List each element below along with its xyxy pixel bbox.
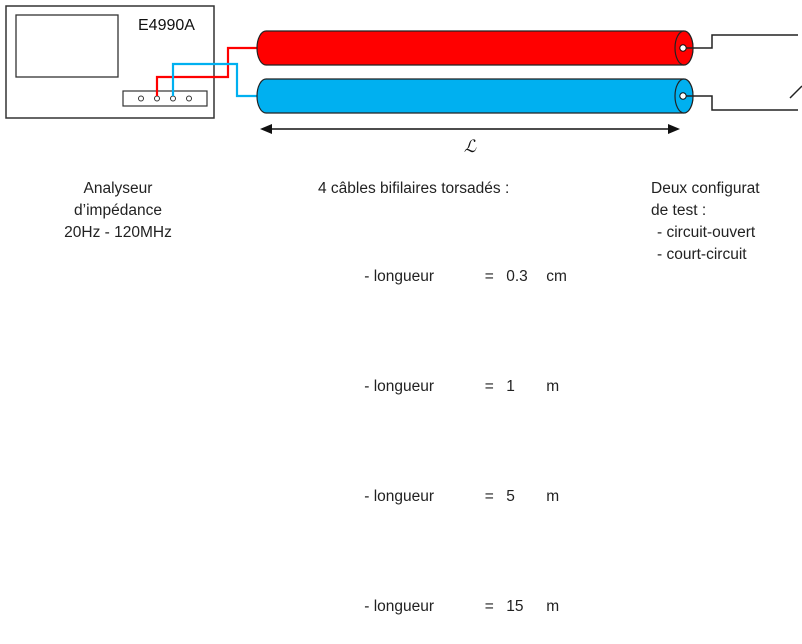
- cable-spec-row: - longueur = 15 m: [347, 574, 567, 640]
- port-3: [170, 95, 176, 102]
- port-2: [154, 95, 160, 102]
- spec-label: - longueur: [364, 488, 435, 505]
- spec-equals: =: [484, 488, 494, 505]
- test-config-block: Deux configurat de test : - circuit-ouve…: [651, 178, 802, 266]
- length-symbol: ℒ: [464, 137, 477, 157]
- analyzer-desc-line-2: d’impédance: [74, 202, 162, 219]
- cables-heading: 4 câbles bifilaires torsadés :: [318, 180, 510, 197]
- termination-lower-wire: [686, 95, 798, 111]
- spec-value: 5: [506, 488, 515, 505]
- arrow-left-icon: [260, 124, 272, 134]
- blue-cable: [256, 78, 694, 114]
- spec-unit: cm: [546, 268, 567, 285]
- spec-label: - longueur: [364, 598, 435, 615]
- spec-unit: m: [546, 598, 560, 615]
- blue-lead-wire: [171, 62, 262, 98]
- test-heading-line-1: Deux configurat: [651, 180, 760, 197]
- analyzer-model-label: E4990A: [138, 17, 195, 34]
- setup-diagram: E4990A ℒ: [5, 5, 802, 157]
- spec-unit: m: [546, 378, 560, 395]
- spec-value: 15: [506, 598, 524, 615]
- port-1: [138, 95, 144, 102]
- termination-switch: [789, 85, 802, 99]
- arrow-right-icon: [668, 124, 680, 134]
- spec-unit: m: [546, 488, 560, 505]
- spec-value: 0.3: [506, 268, 528, 285]
- test-heading-line-2: de test :: [651, 202, 707, 219]
- analyzer-description: Analyseur d’impédance 20Hz - 120MHz: [52, 178, 184, 244]
- spec-equals: =: [484, 268, 494, 285]
- spec-equals: =: [484, 598, 494, 615]
- red-cable: [256, 30, 694, 66]
- test-item-open-circuit: - circuit-ouvert: [657, 224, 756, 241]
- spec-equals: =: [484, 378, 494, 395]
- cable-spec-row: - longueur = 5 m: [347, 464, 567, 530]
- test-item-short-circuit: - court-circuit: [657, 246, 747, 263]
- cable-spec-list: - longueur = 0.3 cm - longueur = 1 m - longueu…: [347, 200, 567, 644]
- analyzer-port-panel: [122, 90, 208, 107]
- blue-cable-conductor: [679, 92, 687, 100]
- red-cable-conductor: [679, 44, 687, 52]
- red-lead-wire: [155, 46, 262, 96]
- spec-label: - longueur: [364, 378, 435, 395]
- spec-value: 1: [506, 378, 515, 395]
- termination-upper-wire: [686, 34, 798, 49]
- cable-spec-row: - longueur = 1 m: [347, 354, 567, 420]
- cable-spec-row: - longueur = 0.3 cm: [347, 244, 567, 310]
- spec-label: - longueur: [364, 268, 435, 285]
- analyzer-desc-line-1: Analyseur: [83, 180, 153, 197]
- port-4: [186, 95, 192, 102]
- analyzer-desc-line-3: 20Hz - 120MHz: [64, 224, 172, 241]
- impedance-analyzer: E4990A: [5, 5, 215, 119]
- analyzer-screen: [15, 14, 119, 78]
- length-dimension: ℒ: [260, 124, 680, 157]
